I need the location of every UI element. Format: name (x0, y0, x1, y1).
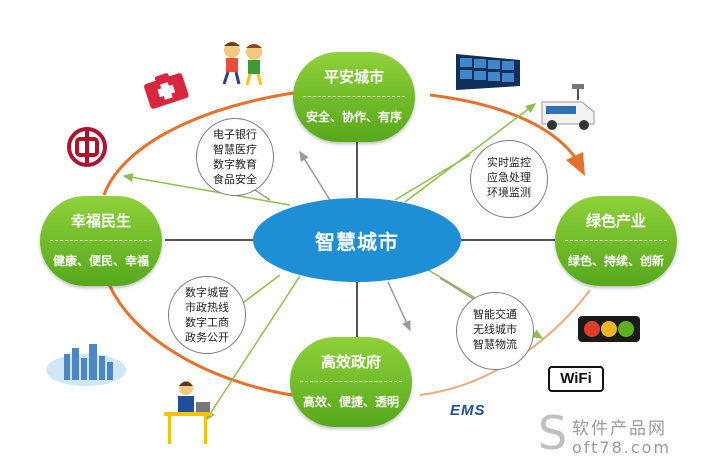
arrow-to-lower-left-short (239, 274, 281, 306)
watermark-s-letter: S (538, 406, 568, 460)
bubble-upper-right: 实时监控 应急处理 环境监测 (470, 140, 548, 218)
bubble-text: 智慧物流 (473, 338, 517, 351)
orange-cycle-arc (429, 93, 582, 166)
node-right-title: 绿色产业 (585, 212, 646, 230)
node-left-subtitle: 健康、便民、幸福 (52, 254, 149, 268)
city-skyline-icon (46, 344, 126, 386)
node-top-subtitle: 安全、协作、有序 (305, 110, 402, 124)
watermark-title: 软件产品网 (572, 419, 667, 439)
node-left-divider (50, 240, 152, 241)
bubble-text: 食品安全 (213, 173, 257, 186)
grey-arrow-down-right (439, 277, 476, 301)
bubble-text: 数字城管 (185, 286, 229, 299)
surveillance-van-icon (541, 84, 595, 130)
children-icon (222, 42, 263, 86)
bubble-text: 实时监控 (487, 156, 531, 169)
wifi-logo-icon: WiFi (548, 366, 604, 392)
watermark: S 软件产品网 oft78.com (538, 408, 713, 464)
node-bottom-title: 高效政府 (320, 353, 381, 371)
arrow-to-lower-left (205, 275, 301, 422)
video-wall-icon (456, 54, 520, 90)
node-top: 平安城市 安全、协作、有序 (293, 52, 415, 142)
bubble-text: 数字工商 (185, 316, 229, 329)
bubble-text: 政务公开 (185, 331, 229, 344)
ems-logo-icon: EMS (450, 402, 486, 419)
bubble-text: 智能交通 (473, 308, 517, 321)
node-bottom: 高效政府 高效、便捷、透明 (290, 337, 412, 427)
node-right: 绿色产业 绿色、持续、创新 (555, 196, 677, 286)
node-right-divider (565, 240, 667, 241)
grey-arrow-down (387, 281, 411, 332)
bubble-text: 智慧医疗 (213, 143, 257, 156)
watermark-domain: oft78.com (572, 438, 672, 457)
bubble-text: 市政热线 (185, 301, 229, 314)
bubble-lower-right: 智能交通 无线城市 智慧物流 (456, 292, 534, 370)
center-title: 智慧城市 (315, 230, 399, 254)
first-aid-kit-icon (144, 73, 189, 109)
traffic-light-icon (578, 316, 640, 342)
bubble-text: 电子银行 (213, 128, 257, 141)
node-bottom-divider (300, 381, 402, 382)
node-left-title: 幸福民生 (70, 212, 131, 230)
orange-cycle-arc-bottom-left (102, 269, 293, 397)
orange-arrowhead (566, 152, 585, 176)
arrow-to-upper-left (122, 173, 291, 206)
center-ellipse (253, 198, 461, 282)
bubble-text: 环境监测 (487, 186, 531, 199)
node-bottom-subtitle: 高效、便捷、透明 (302, 395, 399, 409)
node-top-divider (303, 96, 405, 97)
bank-of-china-logo-icon (67, 127, 107, 167)
node-right-subtitle: 绿色、持续、创新 (567, 254, 664, 268)
node-left: 幸福民生 健康、便民、幸福 (40, 196, 162, 286)
grey-arrow-up (299, 150, 331, 201)
office-worker-icon (164, 381, 212, 444)
arrow-to-upper-right-short (394, 154, 471, 201)
bubble-text: 无线城市 (473, 323, 517, 336)
orange-cycle-arc-left (102, 90, 301, 196)
bubble-text: 应急处理 (487, 171, 531, 184)
node-top-title: 平安城市 (323, 68, 384, 86)
bubble-text: 数字教育 (213, 158, 257, 171)
bubble-lower-left: 数字城管 市政热线 数字工商 政务公开 (168, 276, 246, 354)
bubble-upper-left: 电子银行 智慧医疗 数字教育 食品安全 (196, 118, 274, 196)
arrow-to-upper-right (404, 103, 537, 203)
